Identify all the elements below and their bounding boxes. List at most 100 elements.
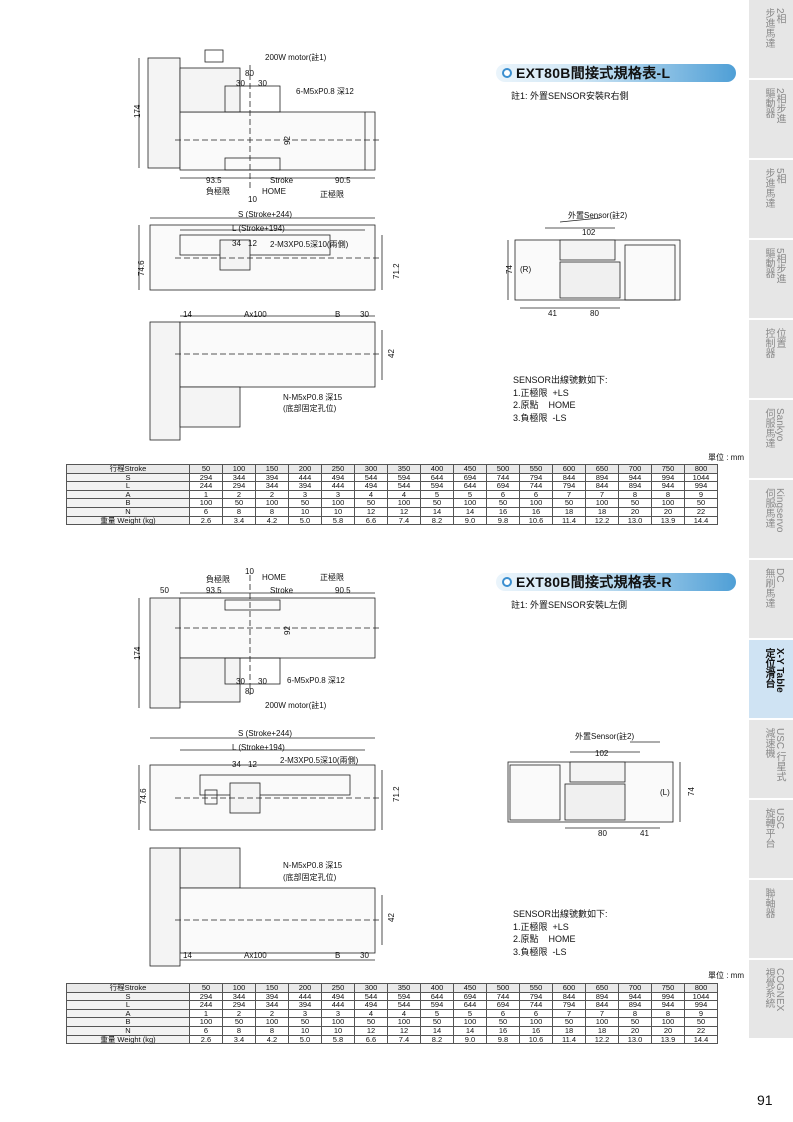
r-mark: (R) [520, 265, 531, 274]
stroke-label: Stroke [270, 176, 294, 185]
table-cell: 150 [255, 983, 289, 993]
sidebar-item[interactable]: 2相 步進馬達 [749, 0, 793, 80]
row-header: 行程Stroke [66, 464, 190, 474]
dim-12: 12 [248, 239, 257, 248]
table-cell: 8.2 [420, 1034, 454, 1045]
table-cell: 18 [585, 1025, 619, 1036]
table-cell: 6 [189, 1025, 223, 1036]
sidebar-item[interactable]: 聯軸器 [749, 880, 793, 960]
dim-74-r: 74 [687, 787, 696, 796]
table-cell: 650 [585, 983, 619, 993]
table-cell: 12.2 [585, 515, 619, 526]
table-cell: 344 [255, 1000, 289, 1010]
table-cell: 994 [684, 1000, 718, 1010]
motor-label: 200W motor(註1) [265, 52, 327, 62]
sidebar-item[interactable]: 5相 步進馬達 [749, 160, 793, 240]
sidebar-item[interactable]: 位置 控制器 [749, 320, 793, 400]
dim-30b-r: 30 [258, 677, 267, 686]
sensor-line: 1.正極限 +LS [513, 387, 569, 398]
dim-174-r: 174 [133, 646, 142, 660]
table-cell: 500 [486, 464, 520, 474]
table-cell: 8 [222, 506, 256, 517]
table-cell: 6.6 [354, 515, 388, 526]
sidebar-item[interactable]: USC 旋轉平台 [749, 800, 793, 880]
table-cell: 10 [288, 506, 322, 517]
unit-label-l: 單位 : mm [708, 453, 744, 462]
table-cell: 2.6 [189, 1034, 223, 1045]
sidebar-item-label: 位置 控制器 [763, 328, 785, 358]
table-cell: 550 [519, 464, 553, 474]
l-formula-r: L (Stroke+194) [232, 743, 285, 752]
table-cell: 994 [684, 481, 718, 491]
table-cell: 14.4 [684, 1034, 718, 1045]
motor-label-r: 200W motor(註1) [265, 700, 327, 710]
install-note-l: 註1: 外置SENSOR安裝R右側 [511, 91, 629, 101]
table-cell: 494 [354, 481, 388, 491]
sidebar-item[interactable]: USC 行星式 減速機 [749, 720, 793, 800]
table-cell: 644 [453, 481, 487, 491]
table-cell: 6.6 [354, 1034, 388, 1045]
section-title-r: EXT80B間接式規格表-R [496, 573, 736, 591]
sidebar-item[interactable]: 2相步進 驅動器 [749, 80, 793, 160]
table-cell: 594 [420, 1000, 454, 1010]
sidebar-item[interactable]: COGNEX 視覺系統 [749, 960, 793, 1040]
table-cell: 444 [321, 1000, 355, 1010]
table-cell: 7.4 [387, 1034, 421, 1045]
sensor-heading: SENSOR出線號數如下: [513, 909, 608, 919]
table-cell: 14 [453, 1025, 487, 1036]
table-cell: 594 [420, 481, 454, 491]
dim-30c-r: 30 [360, 951, 369, 960]
dim-30c: 30 [360, 310, 369, 319]
sidebar-item[interactable]: DC 無刷馬達 [749, 560, 793, 640]
sidebar-item[interactable]: Kingservo 伺服馬達 [749, 480, 793, 560]
sidebar-item-label: X-Y Table 定位滑台 [763, 648, 785, 693]
table-cell: 5.0 [288, 1034, 322, 1045]
table-cell: 10.6 [519, 515, 553, 526]
sidebar-item[interactable]: X-Y Table 定位滑台 [749, 640, 793, 720]
table-cell: 8 [255, 506, 289, 517]
table-cell: 10 [288, 1025, 322, 1036]
table-cell: 250 [321, 464, 355, 474]
table-cell: 200 [288, 983, 322, 993]
dim-41: 41 [548, 309, 557, 318]
table-cell: 22 [684, 1025, 718, 1036]
table-cell: 11.4 [552, 515, 586, 526]
hole-6-label-r: 6-M5xP0.8 深12 [287, 676, 345, 685]
ext-sensor-label-r: 外置Sensor(註2) [575, 731, 634, 741]
table-cell: 750 [651, 464, 685, 474]
sidebar-item[interactable]: Sankyo 伺服馬達 [749, 400, 793, 480]
dim-80b: 80 [590, 309, 599, 318]
s-formula-r: S (Stroke+244) [238, 729, 292, 738]
page-number: 91 [757, 1092, 773, 1108]
table-cell: 10.6 [519, 1034, 553, 1045]
dim-90-5: 90.5 [335, 176, 351, 185]
sidebar-item[interactable]: 5相步進 驅動器 [749, 240, 793, 320]
dim-14-r: 14 [183, 951, 192, 960]
table-cell: 444 [321, 481, 355, 491]
sidebar-item-label: COGNEX 視覺系統 [763, 968, 785, 1012]
table-cell: 50 [189, 983, 223, 993]
dim-14: 14 [183, 310, 192, 319]
table-cell: 4.2 [255, 1034, 289, 1045]
sidebar-item-label: 2相步進 驅動器 [763, 88, 785, 124]
table-cell: 9.8 [486, 515, 520, 526]
table-cell: 9.8 [486, 1034, 520, 1045]
s-formula: S (Stroke+244) [238, 210, 292, 219]
table-cell: 844 [585, 481, 619, 491]
table-cell: 18 [552, 506, 586, 517]
table-cell: 13.0 [618, 1034, 652, 1045]
table-cell: 14 [420, 1025, 454, 1036]
table-cell: 700 [618, 983, 652, 993]
dim-174: 174 [133, 104, 142, 118]
stroke-label-r: Stroke [270, 586, 294, 595]
home-label-r: HOME [262, 573, 286, 582]
sidebar-item-label: USC 旋轉平台 [763, 808, 785, 848]
section-title-l: EXT80B間接式規格表-L [496, 64, 736, 82]
table-cell: 800 [684, 983, 718, 993]
hole-n-label: N-M5xP0.8 深15 [283, 393, 343, 402]
